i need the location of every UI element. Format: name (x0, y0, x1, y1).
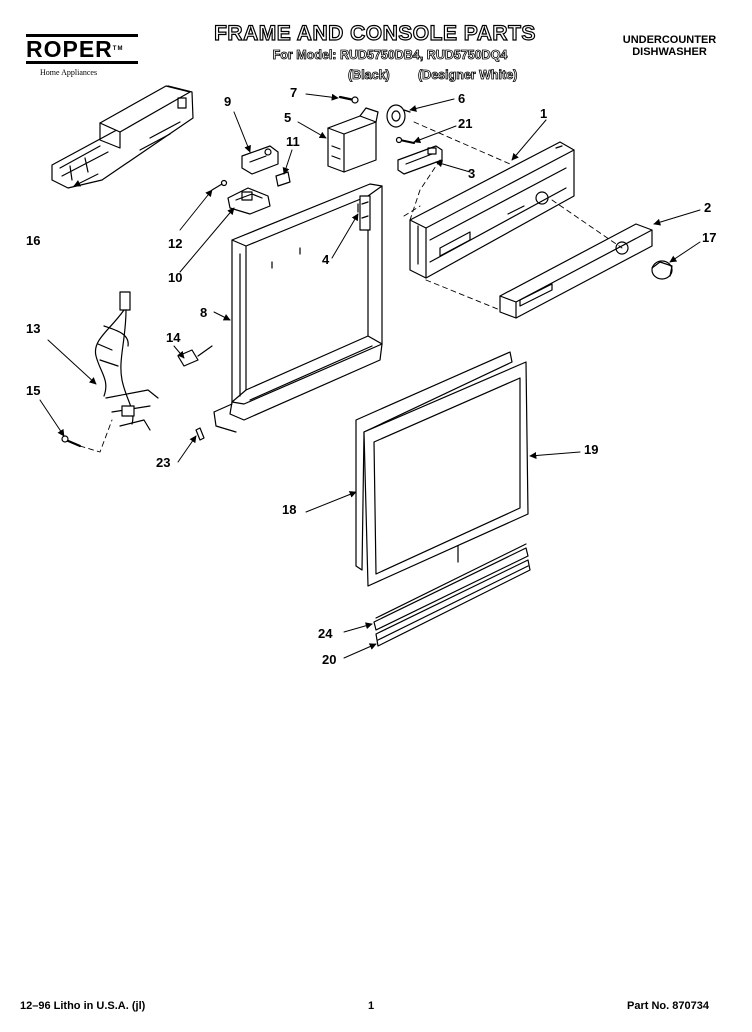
page-title: FRAME AND CONSOLE PARTS (213, 21, 536, 45)
part-14-switch (177, 345, 213, 367)
footer-page-number: 1 (368, 1000, 375, 1012)
brand-subtitle: Home Appliances (40, 68, 98, 77)
callout-24: 24 (318, 626, 333, 641)
callout-11: 11 (286, 134, 300, 149)
part-7-screw (338, 95, 359, 104)
part-10-latch (227, 187, 271, 215)
callout-3: 3 (468, 166, 475, 181)
callout-9: 9 (224, 94, 231, 109)
callout-16: 16 (26, 233, 40, 248)
callout-19: 19 (584, 442, 598, 457)
part-17-knob (651, 260, 673, 280)
brand-logo: ROPERTM Home Appliances (26, 34, 138, 77)
part-21-screw (395, 136, 415, 144)
part-9-bracket (241, 145, 279, 175)
callout-17: 17 (702, 230, 716, 245)
part-1-console (409, 141, 575, 279)
callout-23: 23 (156, 455, 170, 470)
part-12-screw (211, 179, 228, 191)
product-line-2: DISHWASHER (632, 46, 707, 58)
brand-trademark: TM (112, 46, 124, 52)
part-6-knob (386, 104, 411, 128)
part-8-door-frame (213, 183, 383, 433)
part-19-door-panel (363, 361, 529, 587)
leader-lines (39, 93, 701, 659)
callout-4: 4 (322, 252, 330, 267)
callout-13: 13 (26, 321, 40, 336)
part-11-clip (275, 171, 291, 187)
part-3-switch (397, 145, 443, 175)
part-5-switch-module (327, 107, 379, 173)
callout-5: 5 (284, 110, 291, 125)
callout-10: 10 (168, 270, 182, 285)
callout-8: 8 (200, 305, 207, 320)
part-24-trim-strip (373, 543, 529, 631)
callout-numbers: 1 2 3 4 5 6 7 8 9 10 11 12 13 14 15 16 1… (26, 85, 716, 667)
part-13-wire-harness (94, 291, 159, 431)
brand-name: ROPER (26, 36, 113, 62)
part-16-cover (51, 85, 194, 189)
product-line-1: UNDERCOUNTER (622, 34, 717, 46)
assembly-lines (79, 121, 623, 453)
product-type: UNDERCOUNTER DISHWASHER (612, 34, 727, 58)
model-line: For Model: RUD5750DB4, RUD5750DQ4 (272, 48, 508, 63)
footer-litho: 12–96 Litho in U.S.A. (jl) (20, 1000, 146, 1012)
callout-6: 6 (458, 91, 465, 106)
callout-12: 12 (168, 236, 182, 251)
callout-14: 14 (166, 330, 181, 345)
callout-7: 7 (290, 85, 297, 100)
part-23-clip (195, 427, 205, 441)
callout-21: 21 (458, 116, 472, 131)
finish-black: (Black) (348, 68, 390, 83)
callout-20: 20 (322, 652, 336, 667)
part-15-screw (61, 435, 82, 448)
finish-white: (Designer White) (418, 68, 518, 83)
callout-2: 2 (704, 200, 711, 215)
callout-18: 18 (282, 502, 296, 517)
callout-15: 15 (26, 383, 40, 398)
part-2-console-trim (499, 223, 653, 319)
part-20-bottom-trim (375, 559, 531, 647)
callout-1: 1 (540, 106, 547, 121)
footer-part-number: Part No. 870734 (627, 1000, 709, 1012)
